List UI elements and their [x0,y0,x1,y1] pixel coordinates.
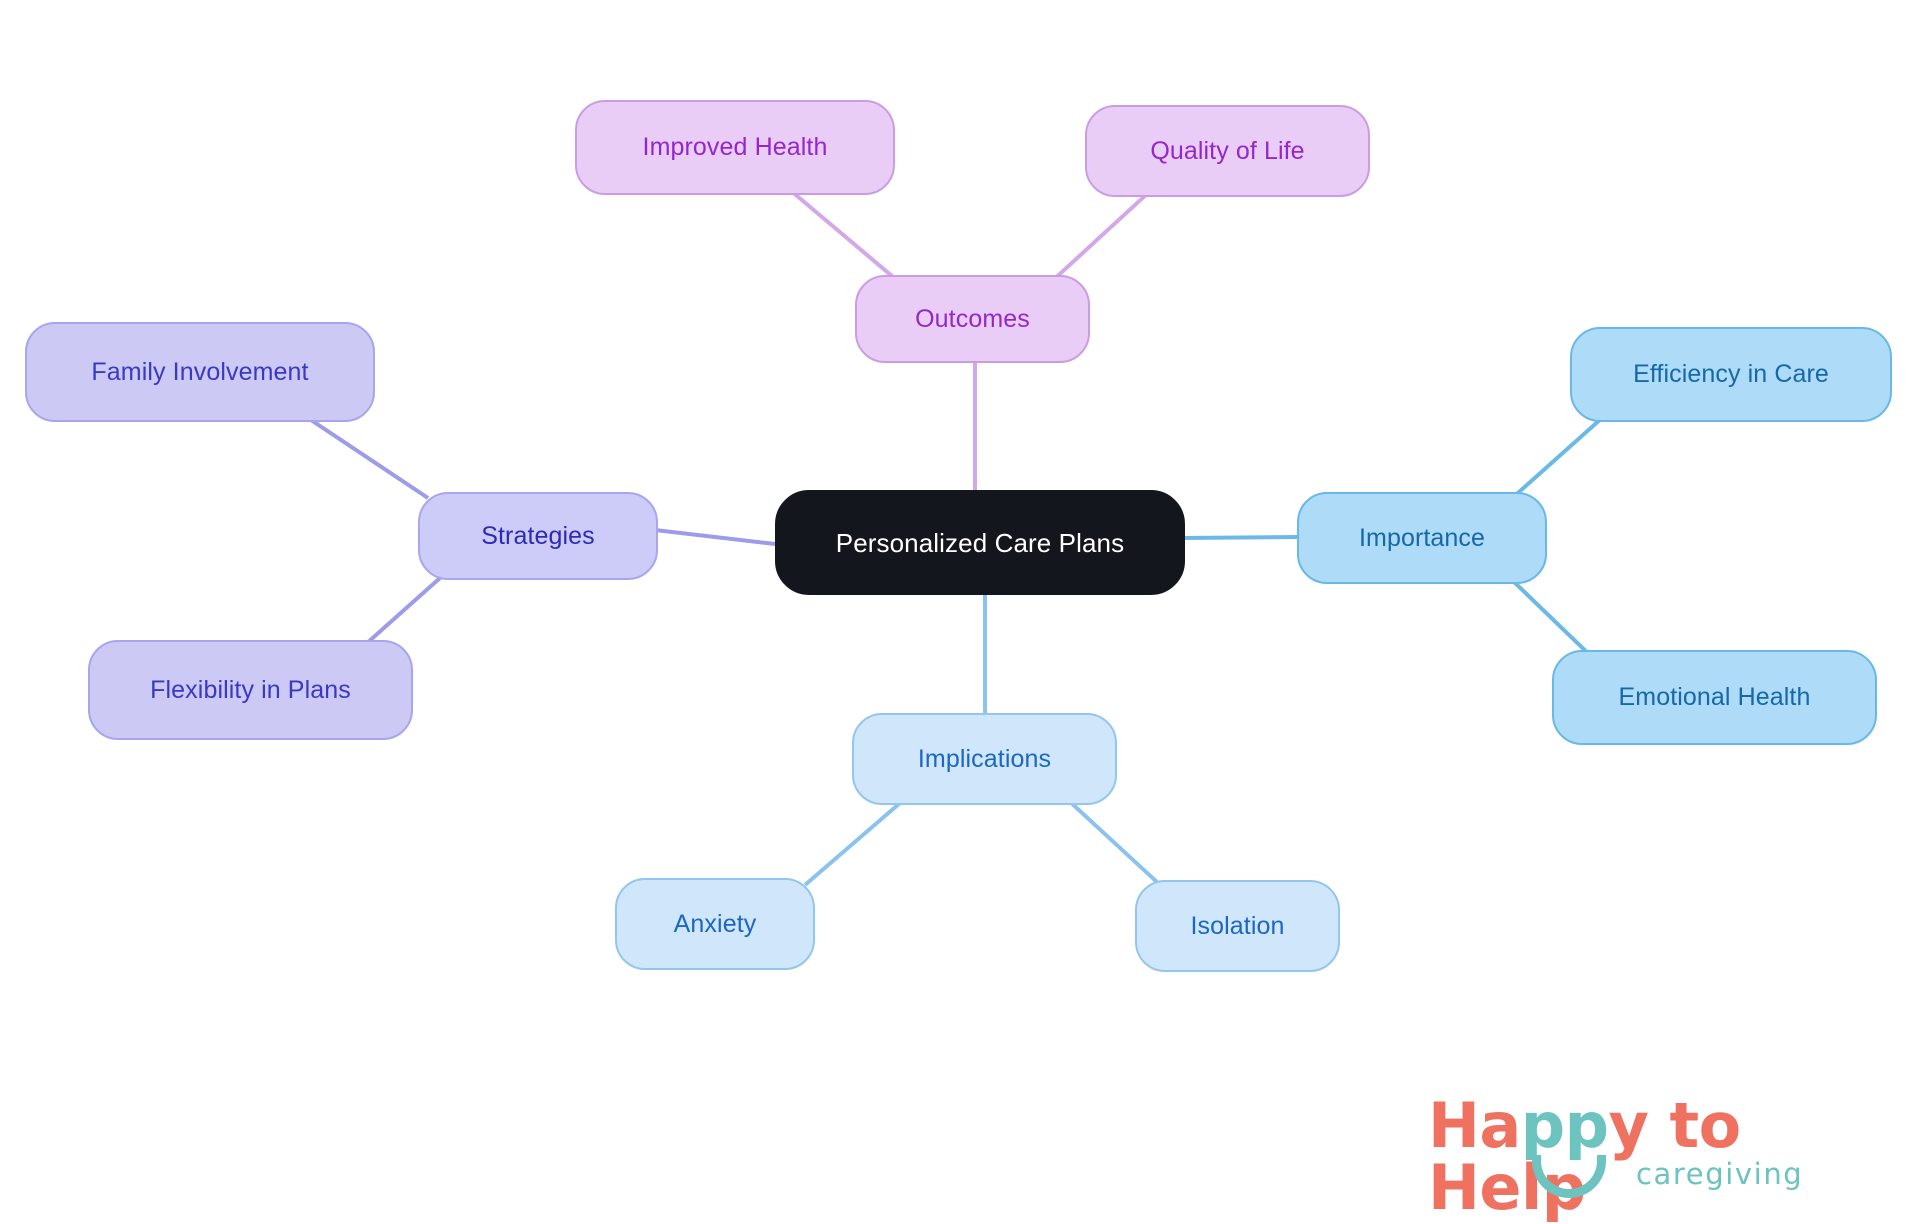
node-label: Anxiety [673,909,757,938]
node-importance[interactable]: Importance [1297,492,1547,584]
edge-root-strategies [654,528,776,546]
edge-strategies-family-involvement [306,416,430,500]
node-efficiency-in-care[interactable]: Efficiency in Care [1570,327,1892,422]
node-label: Isolation [1190,911,1285,940]
node-improved-health[interactable]: Improved Health [575,100,895,195]
edge-importance-emotional-health [1510,578,1597,662]
node-personalized-care-plans[interactable]: Personalized Care Plans [775,490,1185,595]
node-flexibility-in-plans[interactable]: Flexibility in Plans [88,640,413,740]
node-label: Flexibility in Plans [150,675,351,704]
edge-root-importance [1182,535,1301,540]
node-isolation[interactable]: Isolation [1135,880,1340,972]
node-label: Importance [1358,523,1486,552]
edge-outcomes-quality-of-life [1048,191,1150,285]
node-anxiety[interactable]: Anxiety [615,878,815,970]
logo-tagline: caregiving [1636,1157,1804,1191]
node-quality-of-life[interactable]: Quality of Life [1085,105,1370,197]
happy-to-help-logo: Happy to Help caregiving [1428,1095,1848,1219]
node-label: Family Involvement [91,357,309,386]
node-label: Strategies [481,521,595,550]
node-label: Personalized Care Plans [835,527,1125,558]
node-label: Efficiency in Care [1633,360,1829,388]
node-implications[interactable]: Implications [852,713,1117,805]
logo-text-pp: pp [1520,1089,1609,1162]
node-family-involvement[interactable]: Family Involvement [25,322,375,422]
edge-implications-anxiety [803,801,902,887]
node-emotional-health[interactable]: Emotional Health [1552,650,1877,745]
node-outcomes[interactable]: Outcomes [855,275,1090,363]
node-label: Implications [917,744,1052,773]
node-strategies[interactable]: Strategies [418,492,658,580]
smile-icon [1532,1155,1606,1198]
edge-outcomes-improved-health [788,188,907,289]
edge-implications-isolation [1066,798,1160,885]
node-label: Emotional Health [1618,683,1811,711]
logo-text-y: y [1608,1089,1649,1162]
node-label: Quality of Life [1150,136,1305,165]
edge-importance-efficiency-in-care [1508,416,1604,502]
node-label: Outcomes [915,304,1030,333]
logo-text-ha: Ha [1428,1089,1521,1162]
node-label: Improved Health [642,133,828,161]
